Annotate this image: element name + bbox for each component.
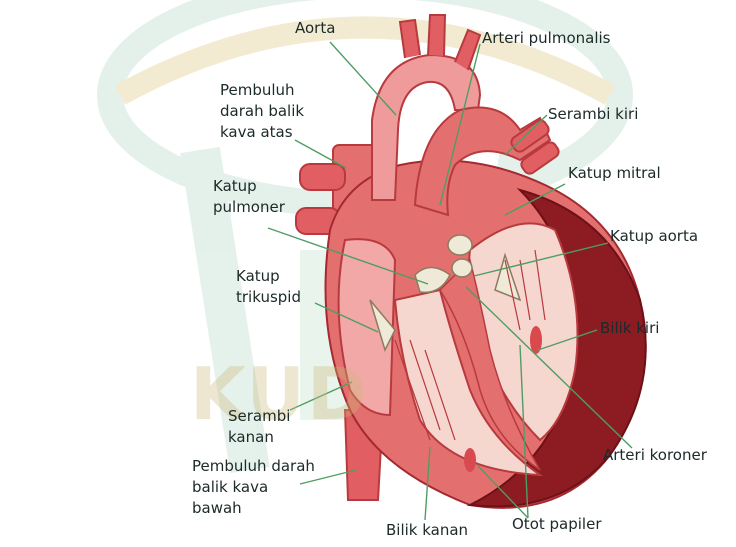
label-katup-aorta: Katup aorta — [610, 226, 698, 247]
label-pembuluh-darah-balik-kava-atas: Pembuluh darah balik kava atas — [220, 80, 304, 143]
label-arteri-koroner: Arteri koroner — [603, 445, 707, 466]
label-serambi-kanan: Serambi kanan — [228, 406, 290, 448]
label-katup-mitral: Katup mitral — [568, 163, 661, 184]
label-katup-pulmoner: Katup pulmoner — [213, 176, 285, 218]
label-bilik-kanan: Bilik kanan — [386, 520, 468, 541]
label-katup-trikuspid: Katup trikuspid — [236, 266, 301, 308]
label-otot-papiler: Otot papiler — [512, 514, 601, 535]
label-arteri-pulmonalis: Arteri pulmonalis — [482, 28, 610, 49]
label-aorta: Aorta — [295, 18, 335, 39]
label-serambi-kiri: Serambi kiri — [548, 104, 638, 125]
label-pembuluh-darah-balik-kava-bawah: Pembuluh darah balik kava bawah — [192, 456, 315, 519]
label-bilik-kiri: Bilik kiri — [600, 318, 659, 339]
